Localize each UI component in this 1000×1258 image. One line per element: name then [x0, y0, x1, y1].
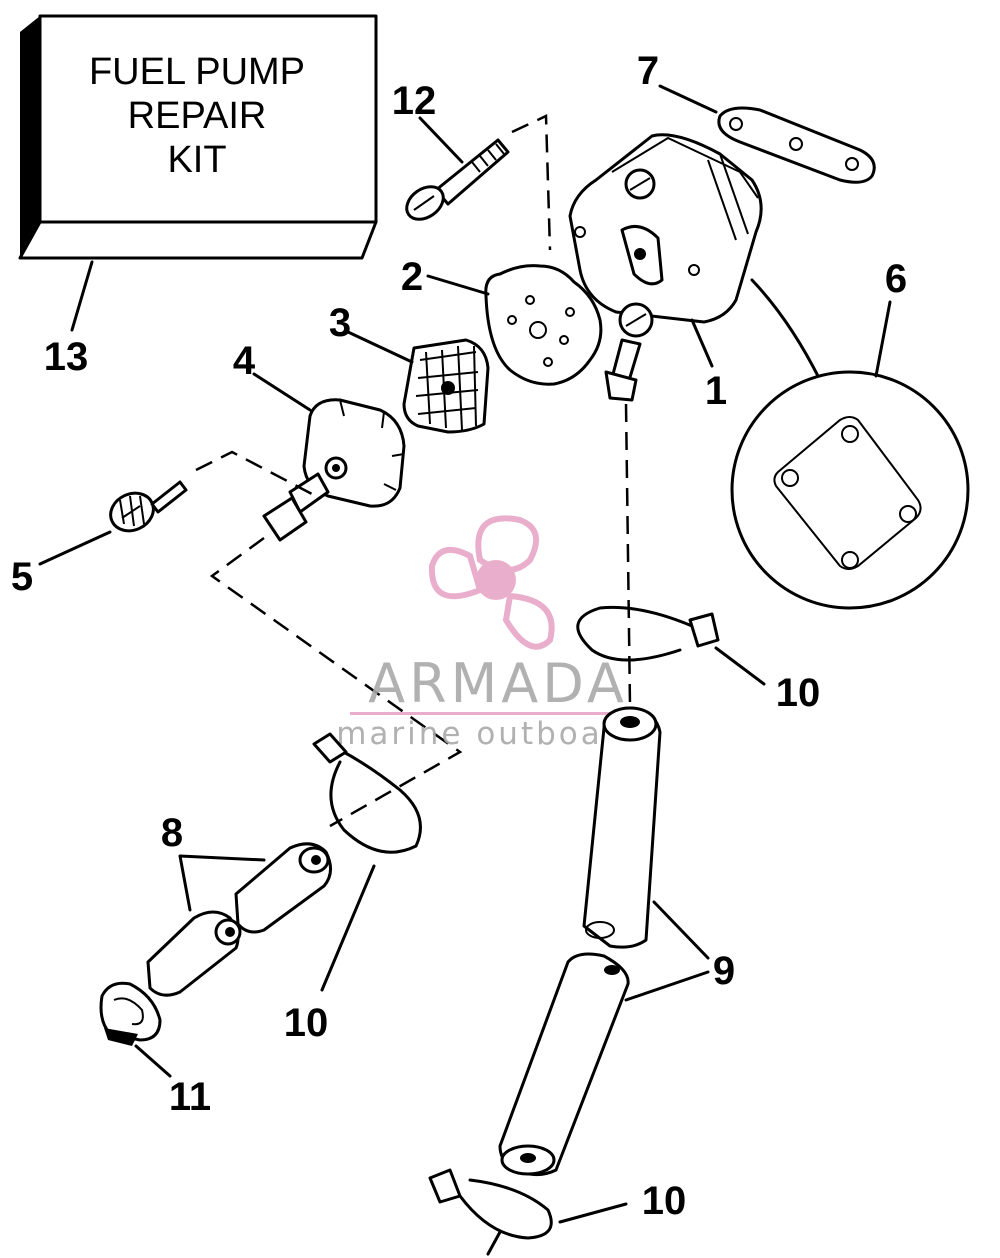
gasket-7 [717, 106, 876, 184]
leader-1 [690, 318, 714, 368]
kit-line-1: FUEL PUMP [89, 51, 305, 93]
label-part-10-upper: 10 [776, 671, 821, 715]
leader-5 [38, 530, 112, 566]
kit-line-3: KIT [167, 139, 226, 181]
leader-13 [70, 260, 94, 332]
leader-3 [346, 330, 414, 364]
detail-circle-6 [730, 370, 970, 610]
label-part-3: 3 [329, 301, 351, 345]
leader-4 [252, 372, 312, 412]
dashline-4-8 [209, 536, 463, 828]
leader-7 [658, 84, 718, 114]
hose-8-upper [234, 842, 332, 934]
armada-watermark: ARMADA marine outboards [336, 515, 657, 752]
watermark-brand: ARMADA [368, 652, 628, 715]
label-part-12: 12 [392, 79, 437, 123]
repair-kit-box: FUEL PUMP REPAIR KIT [18, 14, 378, 260]
propeller-logo-icon [428, 515, 555, 650]
pump-cover-4 [262, 398, 406, 542]
label-part-10-middle: 10 [284, 1001, 329, 1045]
dashline-12 [511, 114, 552, 251]
thumb-screw-5 [109, 480, 188, 533]
diaphragm-2 [484, 264, 603, 386]
label-part-10-bottom: 10 [642, 1179, 687, 1223]
leader-2 [426, 274, 490, 296]
kit-line-2: REPAIR [128, 95, 267, 137]
leader-6 [874, 300, 892, 378]
label-part-9: 9 [713, 949, 735, 993]
hose-to-detail-6 [750, 278, 822, 382]
label-part-8: 8 [161, 811, 183, 855]
leader-11 [134, 1044, 172, 1078]
leader-10-upper [714, 646, 766, 686]
label-part-5: 5 [11, 555, 33, 599]
leader-10-middle [320, 864, 376, 992]
hose-9-upper [582, 706, 662, 949]
watermark-divider [350, 712, 650, 715]
clamp-10-upper [576, 605, 720, 662]
leader-8 [178, 854, 266, 912]
leader-9a [652, 900, 710, 960]
filter-screen-3 [402, 338, 490, 434]
leader-12 [418, 116, 464, 164]
clamp-10-bottom [428, 1168, 553, 1256]
label-part-11: 11 [169, 1075, 211, 1119]
fuel-pump-body-1 [568, 133, 763, 402]
label-part-2: 2 [401, 255, 423, 299]
leader-10-bottom [558, 1202, 628, 1224]
label-part-13: 13 [44, 335, 89, 379]
label-part-1: 1 [705, 369, 727, 413]
hose-9-lower [498, 952, 630, 1177]
label-part-7: 7 [637, 49, 659, 93]
dashline-5-4 [195, 450, 313, 496]
screw-12 [405, 138, 510, 221]
label-part-6: 6 [885, 257, 907, 301]
label-part-4: 4 [233, 339, 256, 383]
dashline-1-9 [624, 403, 632, 707]
hose-8-lower [146, 910, 242, 997]
clamp-10-middle [312, 732, 422, 854]
clamp-11 [99, 981, 162, 1046]
leader-9b [624, 970, 710, 1002]
